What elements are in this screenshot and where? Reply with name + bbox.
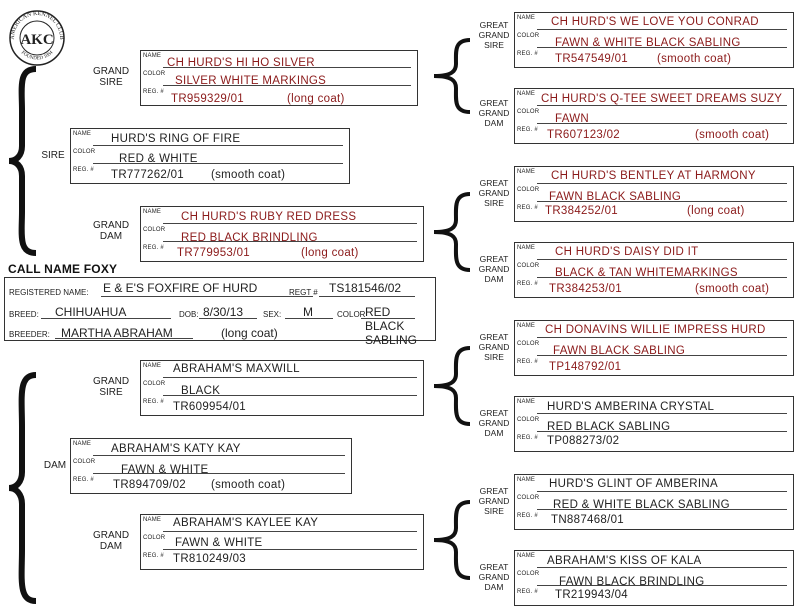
ggd-1-reg: TR607123/02 <box>547 129 620 141</box>
grand-sire-1-coat: (long coat) <box>287 93 345 105</box>
ggd-3-color: RED BLACK SABLING <box>547 421 671 433</box>
ggs-1-name: CH HURD'S WE LOVE YOU CONRAD <box>551 16 759 28</box>
great-grand-sire-box-3: NAME CH DONAVINS WILLIE IMPRESS HURD COL… <box>514 320 794 376</box>
registered-coat: (long coat) <box>221 326 278 340</box>
ggs-1-coat: (smooth coat) <box>657 53 732 65</box>
grand-sire-1-color: SILVER WHITE MARKINGS <box>175 75 327 87</box>
sire-name: HURD'S RING OF FIRE <box>111 133 241 145</box>
grand-dam-1-color: RED BLACK BRINDLING <box>181 232 318 244</box>
ggs-2-coat: (long coat) <box>687 205 745 217</box>
brace-gs2 <box>433 192 471 272</box>
grand-dam-box-1: NAME CH HURD'S RUBY RED DRESS COLOR RED … <box>140 206 424 262</box>
great-grand-dam-box-4: NAME ABRAHAM'S KISS OF KALA COLOR FAWN B… <box>514 550 794 606</box>
grand-dam-1-reg: TR779953/01 <box>177 247 250 259</box>
ggd-1-name: CH HURD'S Q-TEE SWEET DREAMS SUZY <box>541 93 783 105</box>
great-grand-dam-box-1: NAME CH HURD'S Q-TEE SWEET DREAMS SUZY C… <box>514 88 794 144</box>
ggs-1-color: FAWN & WHITE BLACK SABLING <box>555 37 741 49</box>
akc-seal: AMERICAN KENNEL CLUB FOUNDED 1884 AKC <box>2 6 72 66</box>
registration-number: TS181546/02 <box>329 281 402 295</box>
dam-color: FAWN & WHITE <box>121 464 209 476</box>
label-sire: SIRE <box>41 150 65 161</box>
ggs-2-name: CH HURD'S BENTLEY AT HARMONY <box>551 170 756 182</box>
sex: M <box>303 305 313 319</box>
ggs-2-color: FAWN BLACK SABLING <box>549 191 682 203</box>
registered-color: RED BLACK SABLING <box>365 305 418 347</box>
brace-gs3 <box>433 346 471 426</box>
ggd-4-color: FAWN BLACK BRINDLING <box>559 576 705 588</box>
dam-coat: (smooth coat) <box>211 479 286 491</box>
ggd-2-reg: TR384253/01 <box>549 283 622 295</box>
ggd-2-color: BLACK & TAN WHITEMARKINGS <box>555 267 738 279</box>
sire-reg: TR777262/01 <box>111 169 184 181</box>
ggd-4-reg: TR219943/04 <box>555 589 628 601</box>
grand-sire-2-color: BLACK <box>181 385 221 397</box>
ggd-2-name: CH HURD'S DAISY DID IT <box>555 246 699 258</box>
breeder: MARTHA ABRAHAM <box>61 326 173 340</box>
call-name: CALL NAME FOXY <box>8 262 118 276</box>
great-grand-sire-box-2: NAME CH HURD'S BENTLEY AT HARMONY COLOR … <box>514 166 794 222</box>
ggs-3-name: CH DONAVINS WILLIE IMPRESS HURD <box>545 324 766 336</box>
ggs-2-reg: TR384252/01 <box>545 205 618 217</box>
ggs-3-reg: TP148792/01 <box>549 361 622 373</box>
grand-sire-2-name: ABRAHAM'S MAXWILL <box>173 363 300 375</box>
breed: CHIHUAHUA <box>55 305 127 319</box>
ggs-4-color: RED & WHITE BLACK SABLING <box>553 499 730 511</box>
grand-dam-2-color: FAWN & WHITE <box>175 537 263 549</box>
sire-box: NAME HURD'S RING OF FIRE COLOR RED & WHI… <box>70 128 350 184</box>
registration-box: REGISTERED NAME: E & E'S FOXFIRE OF HURD… <box>4 277 436 347</box>
ggs-1-reg: TR547549/01 <box>555 53 628 65</box>
grand-sire-2-reg: TR609954/01 <box>173 401 246 413</box>
grand-dam-1-coat: (long coat) <box>301 247 359 259</box>
great-grand-sire-box-4: NAME HURD'S GLINT OF AMBERINA COLOR RED … <box>514 474 794 530</box>
date-of-birth: 8/30/13 <box>203 305 244 319</box>
dam-box: NAME ABRAHAM'S KATY KAY COLOR FAWN & WHI… <box>70 438 352 494</box>
great-grand-sire-box-1: NAME CH HURD'S WE LOVE YOU CONRAD COLOR … <box>514 12 794 68</box>
sire-color: RED & WHITE <box>119 153 198 165</box>
brace-dam-left <box>8 372 37 604</box>
grand-dam-2-reg: TR810249/03 <box>173 553 246 565</box>
ggd-4-name: ABRAHAM'S KISS OF KALA <box>547 555 702 567</box>
ggd-3-reg: TP088273/02 <box>547 435 620 447</box>
sire-coat: (smooth coat) <box>211 169 286 181</box>
ggs-4-name: HURD'S GLINT OF AMBERINA <box>549 478 718 490</box>
seal-center-text: AKC <box>20 32 53 48</box>
grand-sire-box-2: NAME ABRAHAM'S MAXWILL COLOR BLACK REG. … <box>140 360 424 416</box>
brace-sire-left <box>8 66 37 256</box>
great-grand-dam-box-2: NAME CH HURD'S DAISY DID IT COLOR BLACK … <box>514 242 794 298</box>
registered-name: E & E'S FOXFIRE OF HURD <box>103 281 258 295</box>
grand-dam-1-name: CH HURD'S RUBY RED DRESS <box>181 211 357 223</box>
grand-sire-box-1: NAME CH HURD'S HI HO SILVER COLOR SILVER… <box>140 50 418 106</box>
brace-gs1 <box>433 38 471 114</box>
label-dam: DAM <box>43 460 67 471</box>
dam-name: ABRAHAM'S KATY KAY <box>111 443 241 455</box>
grand-sire-1-reg: TR959329/01 <box>171 93 244 105</box>
grand-sire-1-name: CH HURD'S HI HO SILVER <box>167 57 315 69</box>
ggs-4-reg: TN887468/01 <box>551 514 624 526</box>
ggd-3-name: HURD'S AMBERINA CRYSTAL <box>547 401 715 413</box>
ggs-3-color: FAWN BLACK SABLING <box>553 345 686 357</box>
grand-dam-2-name: ABRAHAM'S KAYLEE KAY <box>173 517 319 529</box>
grand-dam-box-2: NAME ABRAHAM'S KAYLEE KAY COLOR FAWN & W… <box>140 514 424 570</box>
ggd-1-coat: (smooth coat) <box>695 129 770 141</box>
dam-reg: TR894709/02 <box>113 479 186 491</box>
ggd-2-coat: (smooth coat) <box>695 283 770 295</box>
ggd-1-color: FAWN <box>555 113 589 125</box>
brace-gs4 <box>433 500 471 580</box>
great-grand-dam-box-3: NAME HURD'S AMBERINA CRYSTAL COLOR RED B… <box>514 396 794 452</box>
